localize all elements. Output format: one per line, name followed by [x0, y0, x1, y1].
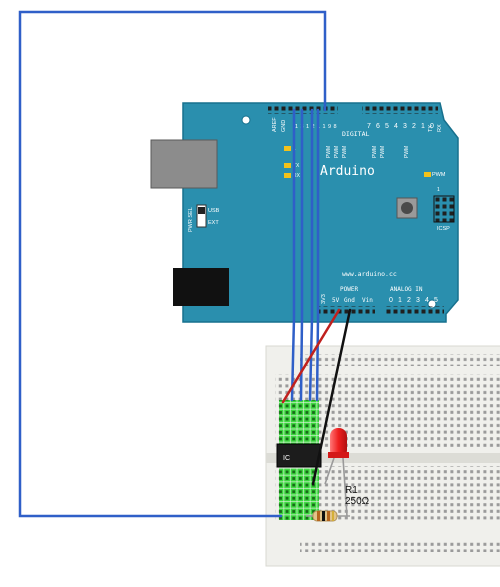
icsp-pin1-label: 1	[437, 187, 440, 193]
usb-connector	[150, 139, 218, 189]
pwm-mark: PWM	[334, 146, 340, 158]
red-5v-wire	[281, 308, 341, 404]
center-channel	[266, 453, 500, 463]
analog-pin-label: 2	[407, 297, 411, 304]
rx-label: RX	[437, 124, 443, 132]
analog-header	[384, 306, 444, 315]
wires	[18, 10, 352, 518]
arduino-board: Arduino www.arduino.cc DIGITAL AREF GND …	[150, 102, 459, 323]
analog-label: ANALOG IN	[390, 286, 423, 293]
led-mark-label: RX	[293, 173, 301, 179]
digital-pin-label: 1	[421, 123, 425, 130]
pwm-mark: PWM	[342, 146, 348, 158]
reset-button	[401, 202, 413, 214]
icsp-label: ICSP	[437, 226, 450, 232]
blue-wire-3	[308, 108, 314, 402]
pwm-mark: PWM	[372, 146, 378, 158]
resistor-name-label: R1	[345, 485, 358, 496]
bottom-power-rail	[300, 540, 500, 552]
blue-wire-4	[315, 108, 320, 402]
icsp-header	[433, 195, 455, 223]
digital-label: DIGITAL	[342, 130, 369, 138]
red-led	[324, 428, 349, 517]
power-label: POWER	[340, 286, 358, 293]
analog-pin-label: 4	[425, 297, 429, 304]
aref-label: AREF	[272, 117, 278, 132]
digital-pin-label: 6	[376, 123, 380, 130]
black-gnd-wire	[311, 308, 352, 486]
pin-vin-label: Vin	[362, 297, 373, 304]
digital-pin-label: 0	[430, 123, 434, 130]
blue-wire-2	[299, 108, 304, 402]
digital-pin-label: 7	[367, 123, 371, 130]
digital-pin-label: 1	[306, 124, 309, 130]
analog-pin-label: 5	[434, 297, 438, 304]
pwm-mark: PWM	[326, 146, 332, 158]
pwm-mark: PWM	[404, 146, 410, 158]
pin-5v-label: 5V	[332, 297, 340, 304]
highlighted-holes-upper	[279, 400, 319, 446]
usb-label: USB	[208, 208, 220, 214]
led-mark-label: TX	[293, 163, 300, 169]
blue-loop-wire	[18, 10, 327, 518]
power-jack	[173, 268, 229, 306]
led-l	[284, 146, 291, 151]
digital-pin-label: 1	[323, 124, 326, 130]
digital-pin-label: 9	[328, 124, 331, 130]
ext-label: EXT	[208, 220, 219, 226]
ic-label: IC	[283, 455, 290, 462]
digital-pin-label: 8	[334, 124, 337, 130]
digital-header-low	[362, 105, 438, 114]
pwm-mark: PWM	[380, 146, 386, 158]
digital-pin-label: 5	[385, 123, 389, 130]
pin-gnd-label: Gnd	[344, 297, 355, 304]
analog-pin-label: 3	[416, 297, 420, 304]
board-url: www.arduino.cc	[342, 270, 397, 278]
analog-pin-label: 1	[398, 297, 402, 304]
tx-label: TX	[428, 125, 434, 132]
pin-3v3-label: 3V3	[321, 294, 327, 304]
pwm-indicator-label: PWM	[432, 172, 446, 178]
digital-pin-label: 2	[412, 123, 416, 130]
resistor-r1: R1 250Ω	[306, 485, 370, 522]
digital-pin-label: 4	[394, 123, 398, 130]
led-power	[424, 172, 431, 177]
breadboard	[265, 345, 500, 567]
pwr-sel-label: PWR SEL	[188, 207, 194, 232]
highlighted-holes-lower	[279, 468, 319, 520]
mounting-hole	[241, 115, 251, 125]
digital-pin-label: 3	[403, 123, 407, 130]
gnd-label: GND	[281, 120, 287, 132]
power-header	[317, 306, 375, 315]
board-name: Arduino	[320, 164, 375, 179]
blue-wire-1	[290, 108, 296, 402]
top-power-rail	[300, 354, 500, 366]
digital-pin-label: 1	[295, 124, 298, 130]
ic-chip: IC	[276, 443, 322, 468]
resistor-value-label: 250Ω	[345, 496, 370, 507]
led-rx	[284, 173, 291, 178]
led-tx	[284, 163, 291, 168]
analog-pin-label: 0	[389, 297, 393, 304]
